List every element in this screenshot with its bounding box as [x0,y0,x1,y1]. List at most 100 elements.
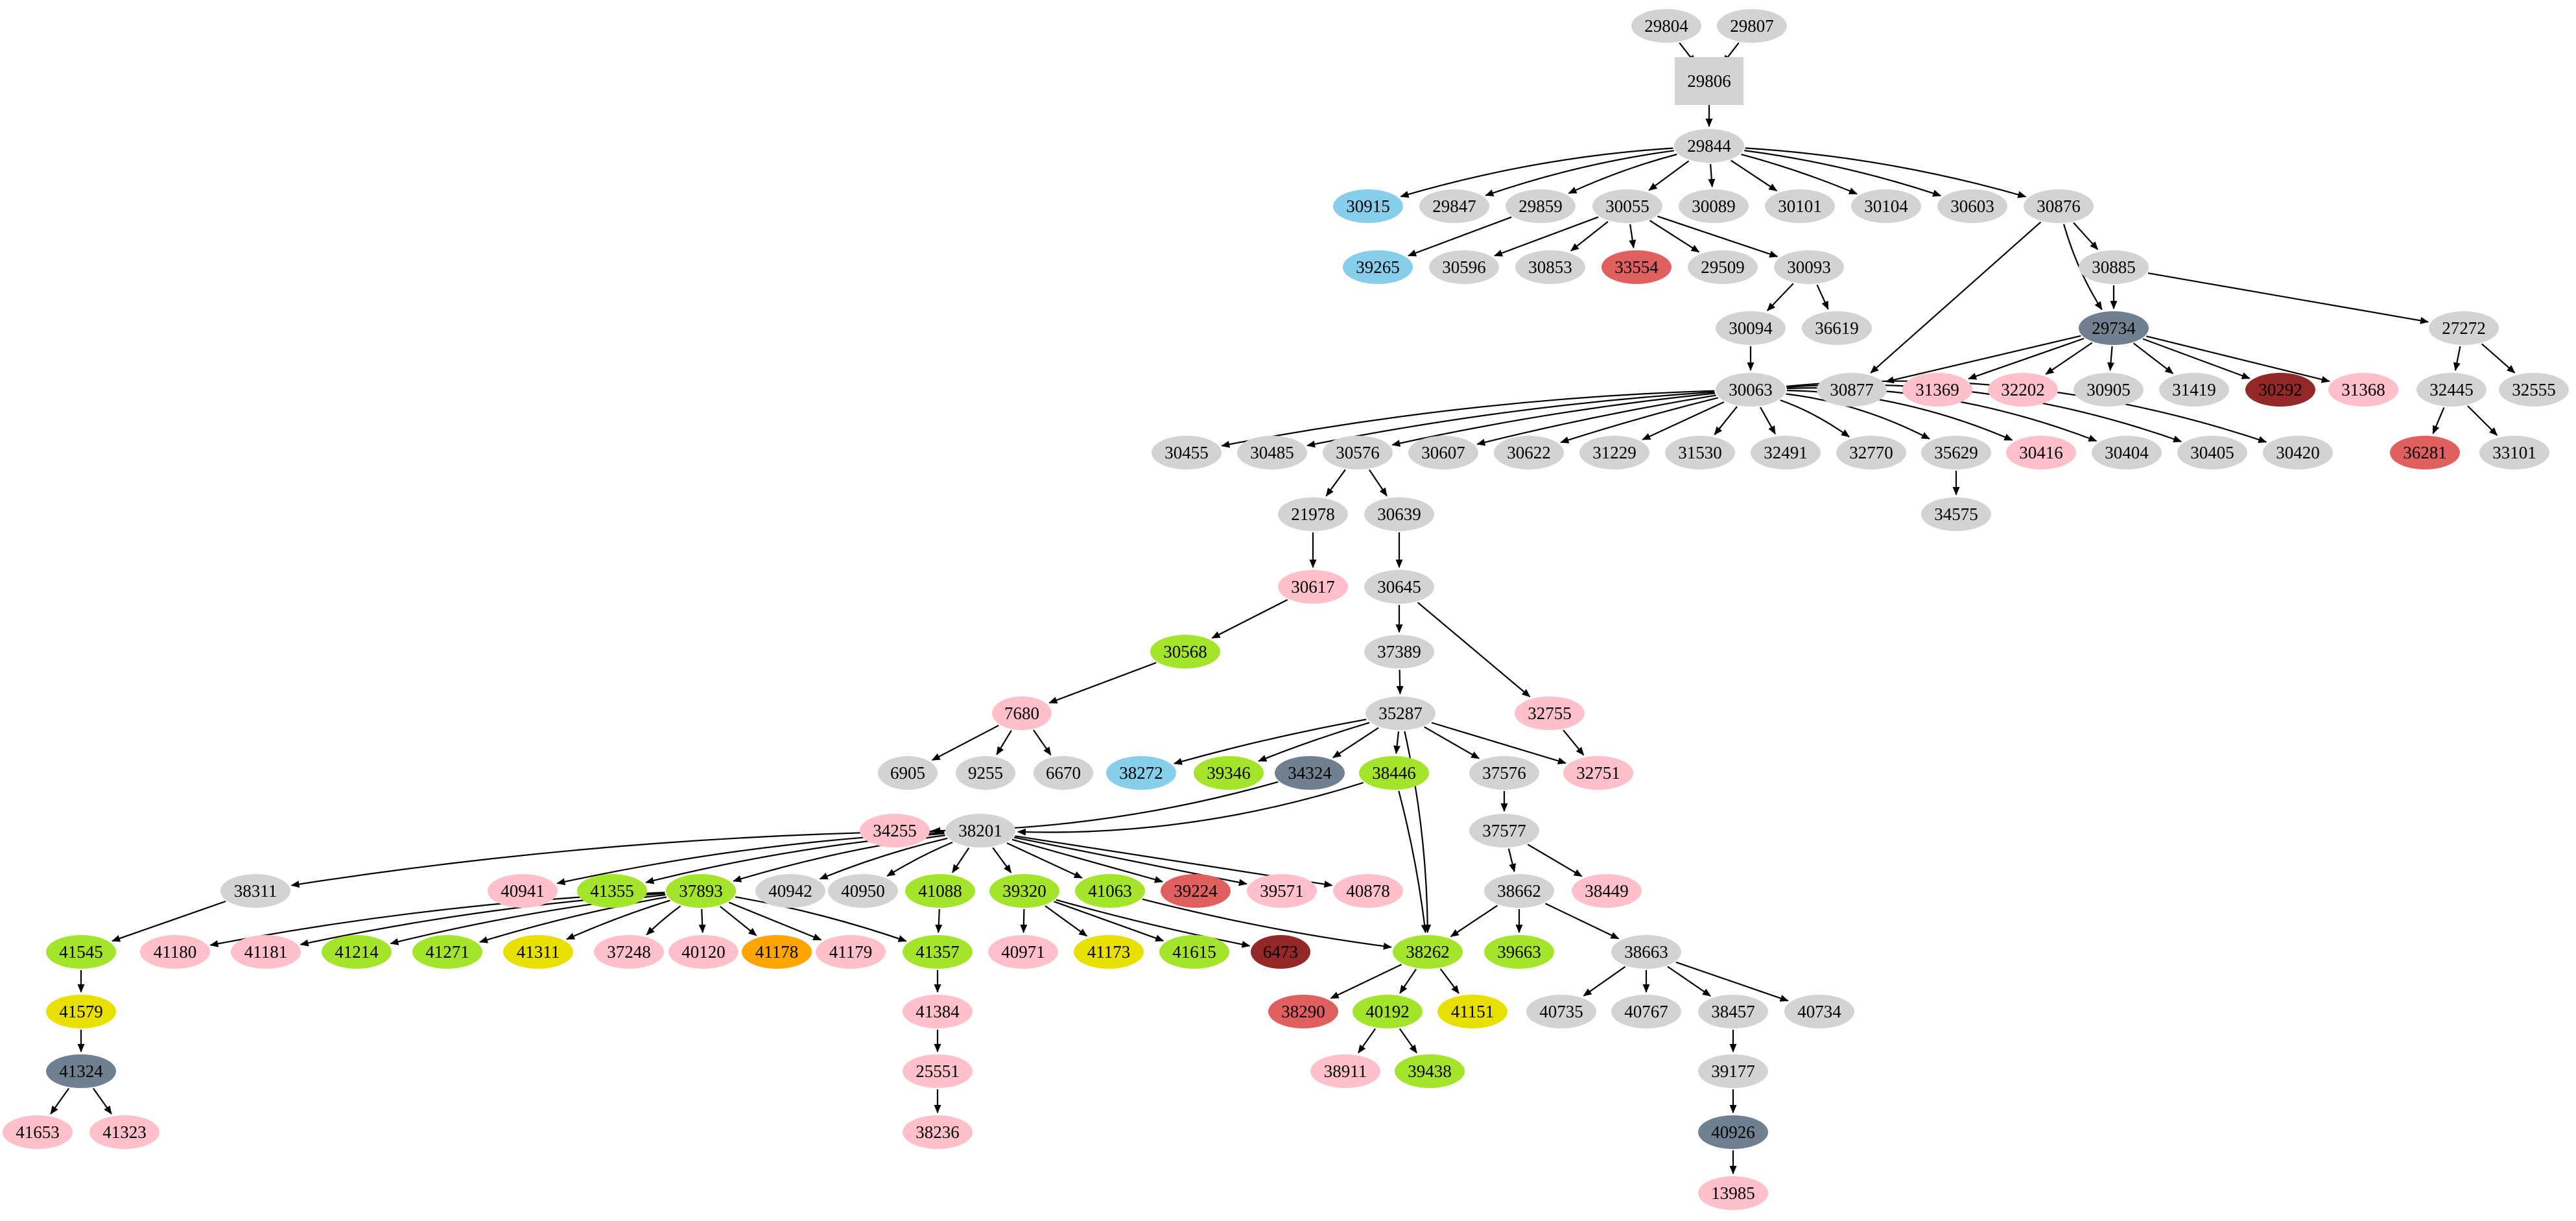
node-ellipse-shape [594,935,664,969]
node-label: 38446 [1372,763,1416,783]
node-label: 39663 [1497,942,1541,962]
node-30089: 30089 [1679,189,1749,223]
edge-39320-6473 [1056,899,1251,948]
node-38262: 38262 [1393,935,1463,969]
edge-30093-36619 [1816,284,1829,310]
node-ellipse-shape [816,935,886,969]
node-38446: 38446 [1359,756,1429,790]
node-6905: 6905 [878,756,938,790]
edge-30645-32755 [1417,602,1531,698]
node-ellipse-shape [2479,436,2549,469]
node-ellipse-shape [1937,189,2007,223]
edge-41324-41323 [92,1087,112,1115]
node-ellipse-shape [1359,756,1429,790]
node-label: 32555 [2512,380,2556,399]
node-31369: 31369 [1902,373,1972,407]
node-6670: 6670 [1034,756,1093,790]
node-label: 32445 [2429,380,2474,399]
node-ellipse-shape [1765,189,1835,223]
node-ellipse-shape [2006,436,2076,469]
node-ellipse-shape [46,1054,116,1088]
node-label: 38449 [1585,881,1629,901]
node-ellipse-shape [3,1115,73,1149]
node-30905: 30905 [2074,373,2144,407]
node-ellipse-shape [1716,311,1786,345]
node-30639: 30639 [1364,497,1434,531]
node-ellipse-shape [1275,756,1345,790]
node-label: 40120 [681,942,726,962]
node-label: 30101 [1778,196,1822,216]
node-label: 30089 [1692,196,1736,216]
edge-29734-30877 [1885,335,2081,384]
edge-29844-30055 [1648,160,1690,191]
node-label: 30603 [1950,196,1994,216]
node-label: 7680 [1004,704,1039,723]
node-ellipse-shape [1836,436,1906,469]
edge-37577-38449 [1527,844,1583,877]
edge-39320-41173 [1045,905,1088,937]
node-30063: 30063 [1716,373,1786,407]
node-ellipse-shape [1921,436,1991,469]
node-ellipse-shape [1419,189,1489,223]
node-ellipse-shape [503,935,573,969]
node-label: 38662 [1497,881,1541,901]
node-ellipse-shape [1494,436,1564,469]
edge-38201-39320 [992,847,1012,873]
node-ellipse-shape [878,756,938,790]
node-label: 38236 [916,1122,960,1142]
node-label: 38262 [1406,942,1450,962]
node-ellipse-shape [2263,436,2333,469]
edge-30876-30885 [2073,222,2099,250]
node-label: 40734 [1797,1002,1841,1021]
edge-32445-36281 [2432,407,2445,434]
edge-30063-30622 [1560,397,1719,444]
node-36619: 36619 [1802,311,1872,345]
edge-35287-38272 [1173,718,1367,765]
node-label: 30094 [1729,318,1773,338]
node-33101: 33101 [2479,436,2549,469]
node-label: 9255 [968,763,1003,783]
node-40734: 40734 [1784,995,1854,1028]
node-label: 37893 [679,881,723,901]
node-label: 30405 [2190,443,2234,462]
node-32445: 32445 [2416,373,2487,407]
node-label: 30853 [1528,257,1572,277]
edge-38446-38262 [1398,790,1428,934]
node-33554: 33554 [1601,250,1672,284]
edge-35287-34324 [1332,727,1379,759]
edge-38662-38663 [1544,903,1620,940]
node-29734: 29734 [2079,311,2149,345]
node-label: 40941 [501,881,545,901]
node-ellipse-shape [1592,189,1662,223]
node-34575: 34575 [1921,497,1991,531]
node-label: 41178 [755,942,799,962]
node-41615: 41615 [1159,935,1229,969]
node-label: 35287 [1378,704,1423,723]
node-ellipse-shape [903,995,973,1028]
node-label: 32751 [1576,763,1620,783]
node-label: 41181 [244,942,288,962]
node-label: 41579 [59,1002,103,1021]
node-label: 29804 [1644,16,1688,36]
edge-40192-38911 [1358,1028,1377,1054]
node-ellipse-shape [1698,995,1768,1028]
node-label: 41179 [829,942,873,962]
node-41579: 41579 [46,995,116,1028]
node-37893: 37893 [666,874,736,908]
node-label: 30905 [2086,380,2131,399]
node-label: 31368 [2341,380,2385,399]
node-label: 6670 [1046,763,1081,783]
node-label: 38663 [1624,942,1668,962]
node-label: 40971 [1001,942,1045,962]
node-29847: 29847 [1419,189,1489,223]
node-box-shape [1675,57,1743,105]
node-41311: 41311 [503,935,573,969]
node-30405: 30405 [2177,436,2247,469]
edge-7680-6670 [1033,729,1052,756]
node-label: 37576 [1482,763,1526,783]
node-label: 29734 [2092,318,2136,338]
node-39224: 39224 [1161,874,1231,908]
node-32770: 32770 [1836,436,1906,469]
node-31229: 31229 [1579,436,1649,469]
